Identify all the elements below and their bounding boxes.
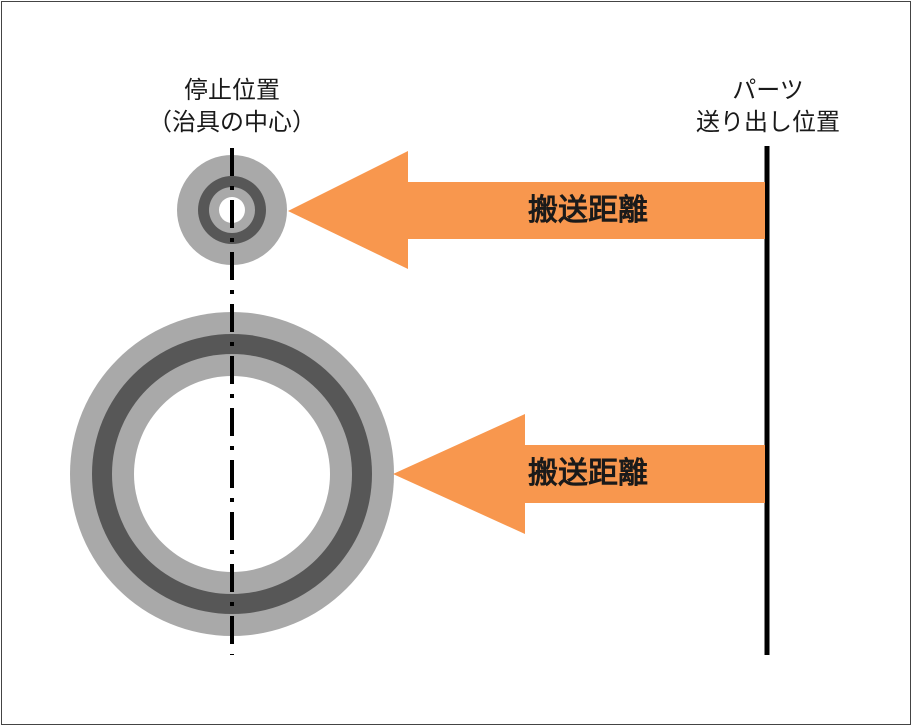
stop-position-line2: （治具の中心）: [148, 108, 316, 136]
stop-position-line1: 停止位置: [184, 76, 280, 104]
parts-feed-label: パーツ 送り出し位置: [668, 74, 868, 138]
parts-feed-line1: パーツ: [732, 76, 804, 104]
transfer-arrow-bottom: [393, 414, 765, 534]
transfer-distance-label-bottom: 搬送距離: [528, 456, 648, 491]
transfer-arrow-top: [288, 151, 765, 269]
transfer-distance-label-top: 搬送距離: [528, 193, 648, 228]
stop-position-label: 停止位置 （治具の中心）: [132, 74, 332, 138]
parts-feed-line2: 送り出し位置: [696, 108, 840, 136]
